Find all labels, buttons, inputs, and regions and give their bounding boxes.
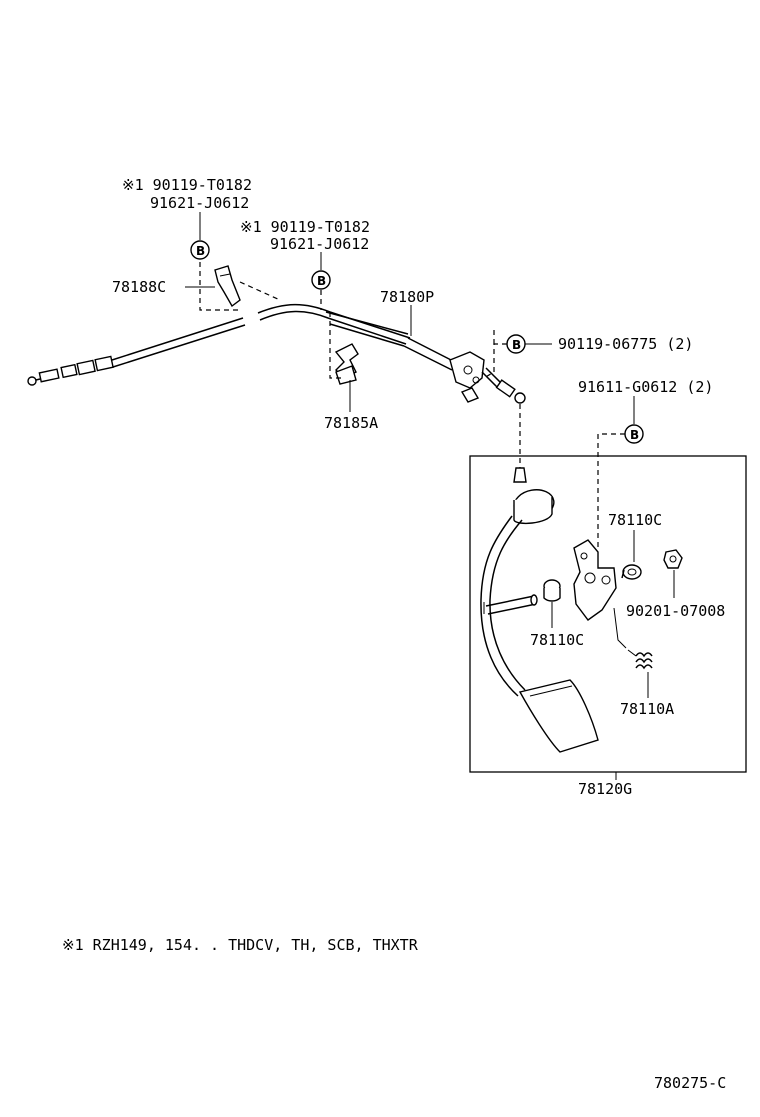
label-spring-78110A: 78110A <box>620 700 674 718</box>
label-bushing-lower-78110C: 78110C <box>530 631 584 649</box>
label-bushing-upper-78110C: 78110C <box>608 511 662 529</box>
pedal-bracket <box>573 539 617 621</box>
cable-bracket <box>449 351 526 404</box>
marker-b-pedal: B <box>597 396 644 548</box>
marker-b-right: B <box>483 330 552 379</box>
accelerator-pedal <box>480 404 599 753</box>
footnote: ※1 RZH149, 154. . THDCV, TH, SCB, THXTR <box>62 936 419 954</box>
label-nut-90201-07008: 90201-07008 <box>626 602 725 620</box>
label-bolt-left-a: ※1 90119-T0182 <box>122 176 252 194</box>
pedal-assembly-box <box>469 455 747 780</box>
accelerator-cable <box>27 303 456 386</box>
clamp-78188C <box>185 262 281 311</box>
marker-b-mid: B <box>311 252 331 310</box>
label-clamp-78188C: 78188C <box>112 278 166 296</box>
marker-b-right-letter: B <box>512 338 521 352</box>
label-bolt-mid-a: ※1 90119-T0182 <box>240 218 370 236</box>
nut-90201-07008 <box>663 549 683 598</box>
spring-78110A <box>613 607 653 698</box>
bushing-upper-78110C <box>621 564 642 580</box>
label-clamp-78185A: 78185A <box>324 414 378 432</box>
label-bolt-90119-06775: 90119-06775 (2) <box>558 335 693 353</box>
label-pedal-78120G: 78120G <box>578 780 632 798</box>
label-cable-78180P: 78180P <box>380 288 434 306</box>
marker-b-left-letter: B <box>196 244 205 258</box>
label-bolt-left-b: 91621-J0612 <box>150 194 249 212</box>
clamp-78185A <box>329 312 359 412</box>
label-bolt-mid-b: 91621-J0612 <box>270 235 369 253</box>
marker-b-pedal-letter: B <box>630 428 639 442</box>
diagram-id: 780275-C <box>654 1074 726 1092</box>
marker-b-left: B <box>190 212 210 260</box>
marker-b-mid-letter: B <box>317 274 326 288</box>
bushing-lower-78110C <box>543 579 561 628</box>
label-bolt-91611-G0612: 91611-G0612 (2) <box>578 378 713 396</box>
